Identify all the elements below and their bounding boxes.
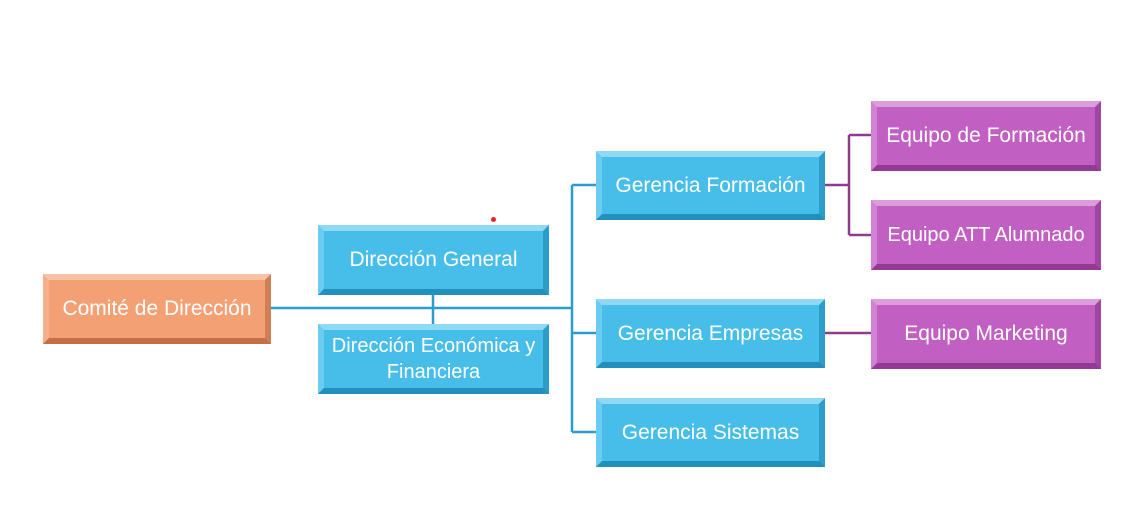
node-equipo-formacion[interactable]: Equipo de Formación <box>871 101 1101 171</box>
node-gerencia-formacion-label: Gerencia Formación <box>615 173 806 197</box>
node-gerencia-sistemas-label: Gerencia Sistemas <box>621 420 800 444</box>
node-equipo-marketing[interactable]: Equipo Marketing <box>871 299 1101 369</box>
node-equipo-formacion-label: Equipo de Formación <box>886 124 1086 148</box>
red-marker-dot <box>491 217 496 222</box>
node-comite-direccion-label: Comité de Dirección <box>62 297 252 321</box>
node-gerencia-formacion[interactable]: Gerencia Formación <box>596 151 825 220</box>
node-direccion-economica-label: Dirección Económica y Financiera <box>331 335 536 383</box>
node-gerencia-sistemas[interactable]: Gerencia Sistemas <box>596 398 825 467</box>
node-equipo-att-alumnado-label: Equipo ATT Alumnado <box>887 224 1085 246</box>
node-equipo-att-alumnado[interactable]: Equipo ATT Alumnado <box>871 200 1101 270</box>
node-comite-direccion[interactable]: Comité de Dirección <box>43 274 271 344</box>
node-direccion-general[interactable]: Dirección General <box>318 225 549 295</box>
node-gerencia-empresas-label: Gerencia Empresas <box>617 321 804 345</box>
node-gerencia-empresas[interactable]: Gerencia Empresas <box>596 299 825 368</box>
node-direccion-general-label: Dirección General <box>349 248 518 272</box>
node-equipo-marketing-label: Equipo Marketing <box>904 322 1068 346</box>
node-direccion-economica[interactable]: Dirección Económica y Financiera <box>318 324 549 394</box>
